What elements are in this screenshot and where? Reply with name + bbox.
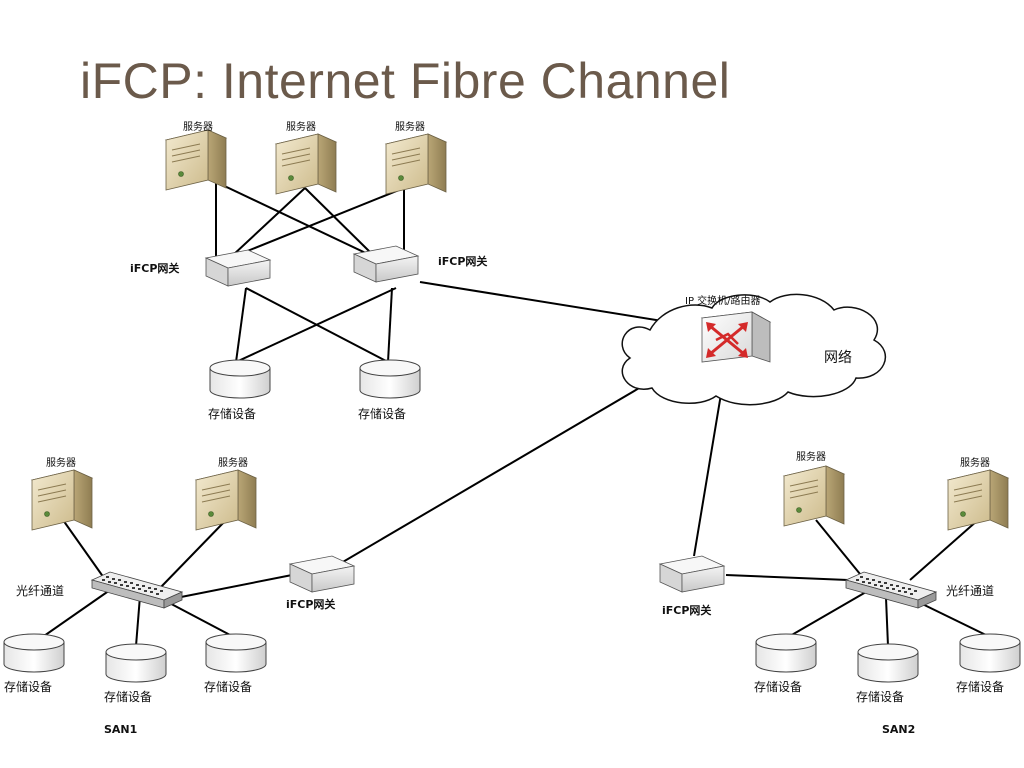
top-server-2 [275, 133, 337, 195]
san1-gateway-label: iFCP网关 [286, 597, 335, 611]
san2-ifcp-gateway [659, 555, 725, 593]
san1-ifcp-gateway [289, 555, 355, 593]
san1-server-2 [195, 469, 257, 531]
san2-storage-3 [959, 633, 1021, 673]
san1-storage-3 [205, 633, 267, 673]
top-storage-2-label: 存储设备 [358, 406, 406, 421]
top-storage-1-label: 存储设备 [208, 406, 256, 421]
top-server-2-label: 服务器 [286, 120, 316, 133]
top-server-1 [165, 129, 227, 191]
ip-router-label: IP 交换机/路由器 [685, 294, 761, 307]
san1-server-2-label: 服务器 [218, 456, 248, 469]
slide-title: iFCP: Internet Fibre Channel [80, 53, 731, 109]
top-server-3 [385, 133, 447, 195]
san2-server-2-label: 服务器 [960, 456, 990, 469]
top-gateway-right-label: iFCP网关 [438, 254, 487, 268]
san1-storage-1-label: 存储设备 [4, 679, 52, 694]
san1-fc-switch-label: 光纤通道 [16, 584, 64, 598]
san1-fc-switch [91, 571, 183, 609]
san1-server-1-label: 服务器 [46, 456, 76, 469]
san2-storage-1-label: 存储设备 [754, 679, 802, 694]
san2-storage-2 [857, 643, 919, 683]
san1-storage-2-label: 存储设备 [104, 689, 152, 704]
connection-lines [43, 181, 989, 647]
router-arrows-icon [709, 324, 745, 356]
san1-storage-2 [105, 643, 167, 683]
san1-label: SAN1 [104, 723, 137, 736]
san1-server-1 [31, 469, 93, 531]
san2-label: SAN2 [882, 723, 915, 736]
network-label: 网络 [824, 350, 852, 366]
san1-storage-1 [3, 633, 65, 673]
san2-server-1 [783, 465, 845, 527]
san2-gateway-label: iFCP网关 [662, 603, 711, 617]
san2-fc-switch [845, 571, 937, 609]
san1-storage-3-label: 存储设备 [204, 679, 252, 694]
ip-router [700, 311, 772, 363]
top-server-3-label: 服务器 [395, 120, 425, 133]
san2-server-1-label: 服务器 [796, 450, 826, 463]
san2-storage-3-label: 存储设备 [956, 679, 1004, 694]
top-storage-2 [359, 359, 421, 399]
top-storage-1 [209, 359, 271, 399]
san2-server-2 [947, 469, 1009, 531]
top-server-1-label: 服务器 [183, 120, 213, 133]
san2-storage-2-label: 存储设备 [856, 689, 904, 704]
top-gateway-left-label: iFCP网关 [130, 261, 179, 275]
san2-fc-switch-label: 光纤通道 [946, 584, 994, 598]
san2-storage-1 [755, 633, 817, 673]
